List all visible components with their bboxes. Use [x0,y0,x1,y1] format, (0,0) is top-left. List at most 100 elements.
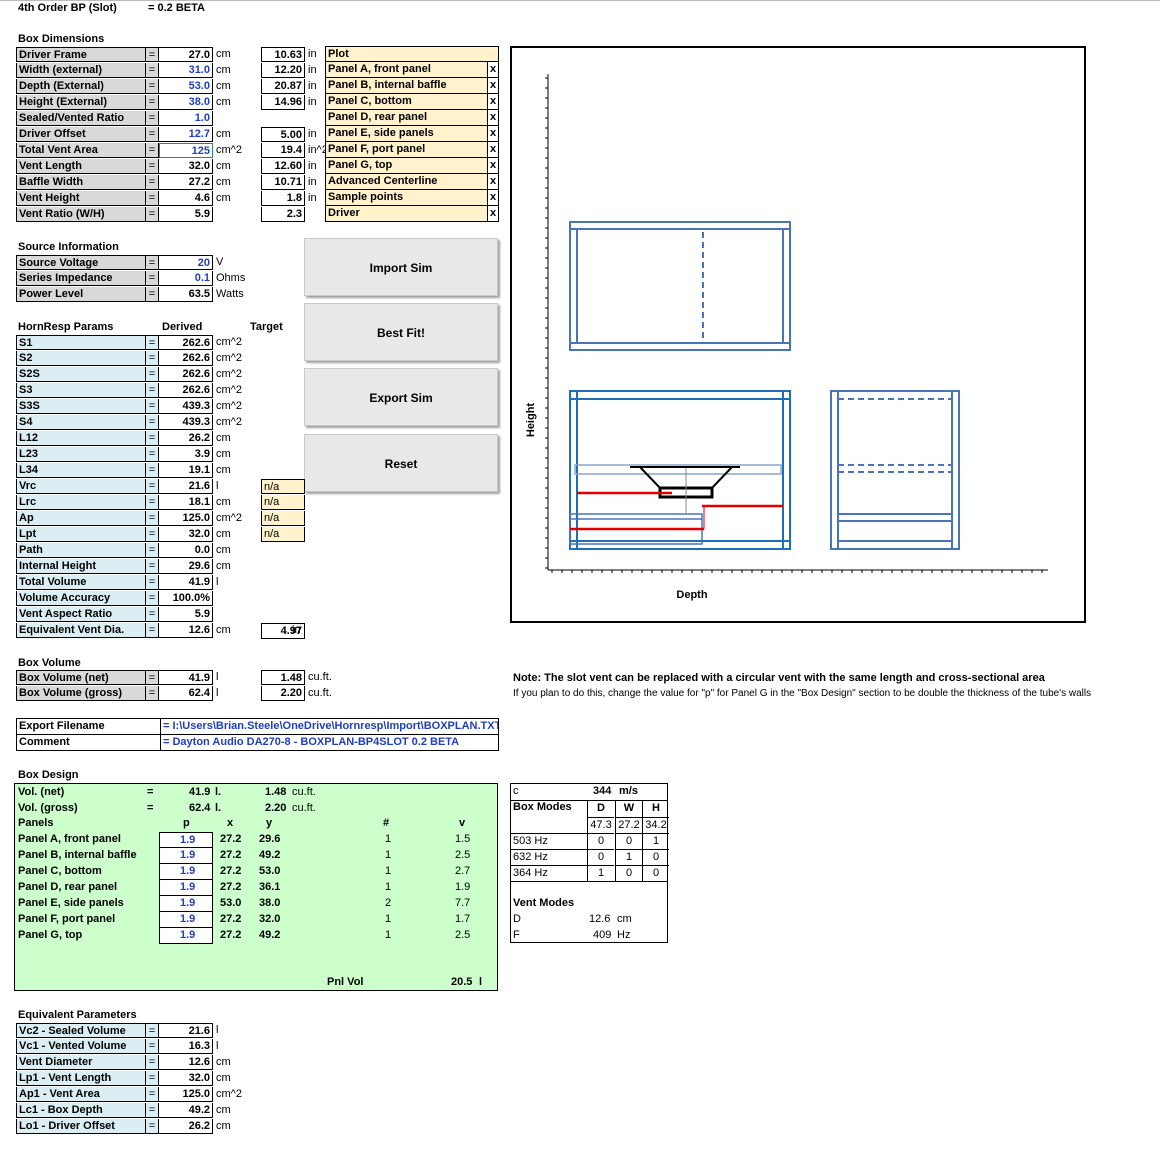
hornresp-row-value[interactable]: 100.0% [159,591,213,606]
hornresp-row-eq: = [146,527,159,542]
source-row-value[interactable]: 63.5 [159,287,213,302]
hornresp-row-eq: = [146,335,159,350]
plot-option-checkbox[interactable]: x [487,110,499,126]
plot-option-checkbox[interactable]: x [487,142,499,158]
hornresp-row-value[interactable]: 439.3 [159,415,213,430]
hornresp-row-value[interactable]: 5.9 [159,607,213,622]
vol-net-conv: 1.48 [265,786,287,798]
comment-field[interactable]: = Dayton Audio DA270-8 - BOXPLAN-BP4SLOT… [163,736,460,748]
hornresp-row-value[interactable]: 32.0 [159,527,213,542]
hornresp-row-target[interactable]: n/a [261,479,305,494]
box-dim-row-value[interactable]: 12.7 [159,127,213,142]
hornresp-row-value[interactable]: 41.9 [159,575,213,590]
panel-p-input[interactable]: 1.9 [159,848,213,864]
box-dim-row-value[interactable]: 32.0 [159,159,213,174]
box-dim-row-conv: 20.87 [261,79,305,94]
hornresp-row-target[interactable]: n/a [261,527,305,542]
plot-option-checkbox[interactable]: x [487,190,499,206]
hornresp-row-value[interactable]: 29.6 [159,559,213,574]
hornresp-row-value[interactable]: 262.6 [159,383,213,398]
panel-name: Panel E, side panels [18,897,124,909]
equiv-row-label: Vent Diameter [16,1055,146,1070]
reset-button[interactable]: Reset [304,434,498,492]
equiv-row-value[interactable]: 26.2 [159,1119,213,1134]
box-volume-row-value[interactable]: 41.9 [159,670,213,685]
plot-option-checkbox[interactable]: x [487,158,499,174]
best-fit-button[interactable]: Best Fit! [304,303,498,361]
equiv-row-value[interactable]: 49.2 [159,1103,213,1118]
equiv-row-value[interactable]: 21.6 [159,1023,213,1038]
plot-option-checkbox[interactable]: x [487,126,499,142]
panel-p-input[interactable]: 1.9 [159,832,213,848]
hornresp-row-value[interactable]: 18.1 [159,495,213,510]
source-row-eq: = [146,287,159,302]
plot-option-checkbox[interactable]: x [487,94,499,110]
box-dim-row-value[interactable]: 27.0 [159,47,213,62]
hornresp-row-target[interactable]: n/a [261,511,305,526]
hornresp-row-value[interactable]: 12.6 [159,623,213,638]
panel-p-input[interactable]: 1.9 [159,864,213,880]
box-volume-row-value[interactable]: 62.4 [159,686,213,701]
hornresp-row-eq: = [146,511,159,526]
hornresp-row-unit: cm [216,624,231,636]
equiv-row-value[interactable]: 16.3 [159,1039,213,1054]
hornresp-row-unit: cm [216,528,231,540]
box-dim-row-value[interactable]: 125 [159,143,213,158]
equiv-row-value[interactable]: 32.0 [159,1071,213,1086]
box-dim-row-value[interactable]: 5.9 [159,207,213,222]
hornresp-row-value[interactable]: 262.6 [159,367,213,382]
plot-option-checkbox[interactable]: x [487,174,499,190]
source-row-value[interactable]: 20 [159,255,213,270]
box-dim-row-value[interactable]: 4.6 [159,191,213,206]
plot-option-checkbox[interactable]: x [487,62,499,78]
hornresp-row-value[interactable]: 0.0 [159,543,213,558]
box-dim-row-value[interactable]: 27.2 [159,175,213,190]
box-dim-row-unit: cm [216,80,231,92]
hornresp-row-value[interactable]: 262.6 [159,351,213,366]
equiv-row-eq: = [146,1055,159,1070]
plot-option-checkbox[interactable]: x [487,206,499,222]
import-sim-button[interactable]: Import Sim [304,238,498,296]
box-dim-row-value[interactable]: 31.0 [159,63,213,78]
export-filename-field[interactable]: = I:\Users\Brian.Steele\OneDrive\Hornres… [161,719,498,735]
source-row-value[interactable]: 0.1 [159,271,213,286]
hornresp-row-value[interactable]: 26.2 [159,431,213,446]
plot-option-checkbox[interactable]: x [487,78,499,94]
export-sim-button[interactable]: Export Sim [304,368,498,426]
panel-p-input[interactable]: 1.9 [159,912,213,928]
hornresp-row-value[interactable]: 3.9 [159,447,213,462]
box-dim-row-value[interactable]: 38.0 [159,95,213,110]
hornresp-row-value[interactable]: 125.0 [159,511,213,526]
vol-gross-conv: 2.20 [265,802,287,814]
panel-p-input[interactable]: 1.9 [159,896,213,912]
hornresp-row-eq: = [146,463,159,478]
hornresp-row-target[interactable]: n/a [261,495,305,510]
box-dim-row-unit: cm [216,160,231,172]
source-row-eq: = [146,271,159,286]
hornresp-row-value[interactable]: 19.1 [159,463,213,478]
hornresp-row-value[interactable]: 439.3 [159,399,213,414]
panel-p-input[interactable]: 1.9 [159,880,213,896]
panel-p-input[interactable]: 1.9 [159,928,213,944]
box-dim-row-value[interactable]: 53.0 [159,79,213,94]
equiv-row-value[interactable]: 12.6 [159,1055,213,1070]
equiv-row-unit: l [216,1024,219,1036]
equiv-row-value[interactable]: 125.0 [159,1087,213,1102]
hornresp-row-value[interactable]: 262.6 [159,335,213,350]
hornresp-row-value[interactable]: 21.6 [159,479,213,494]
box-dim-row-value[interactable]: 1.0 [159,111,213,126]
